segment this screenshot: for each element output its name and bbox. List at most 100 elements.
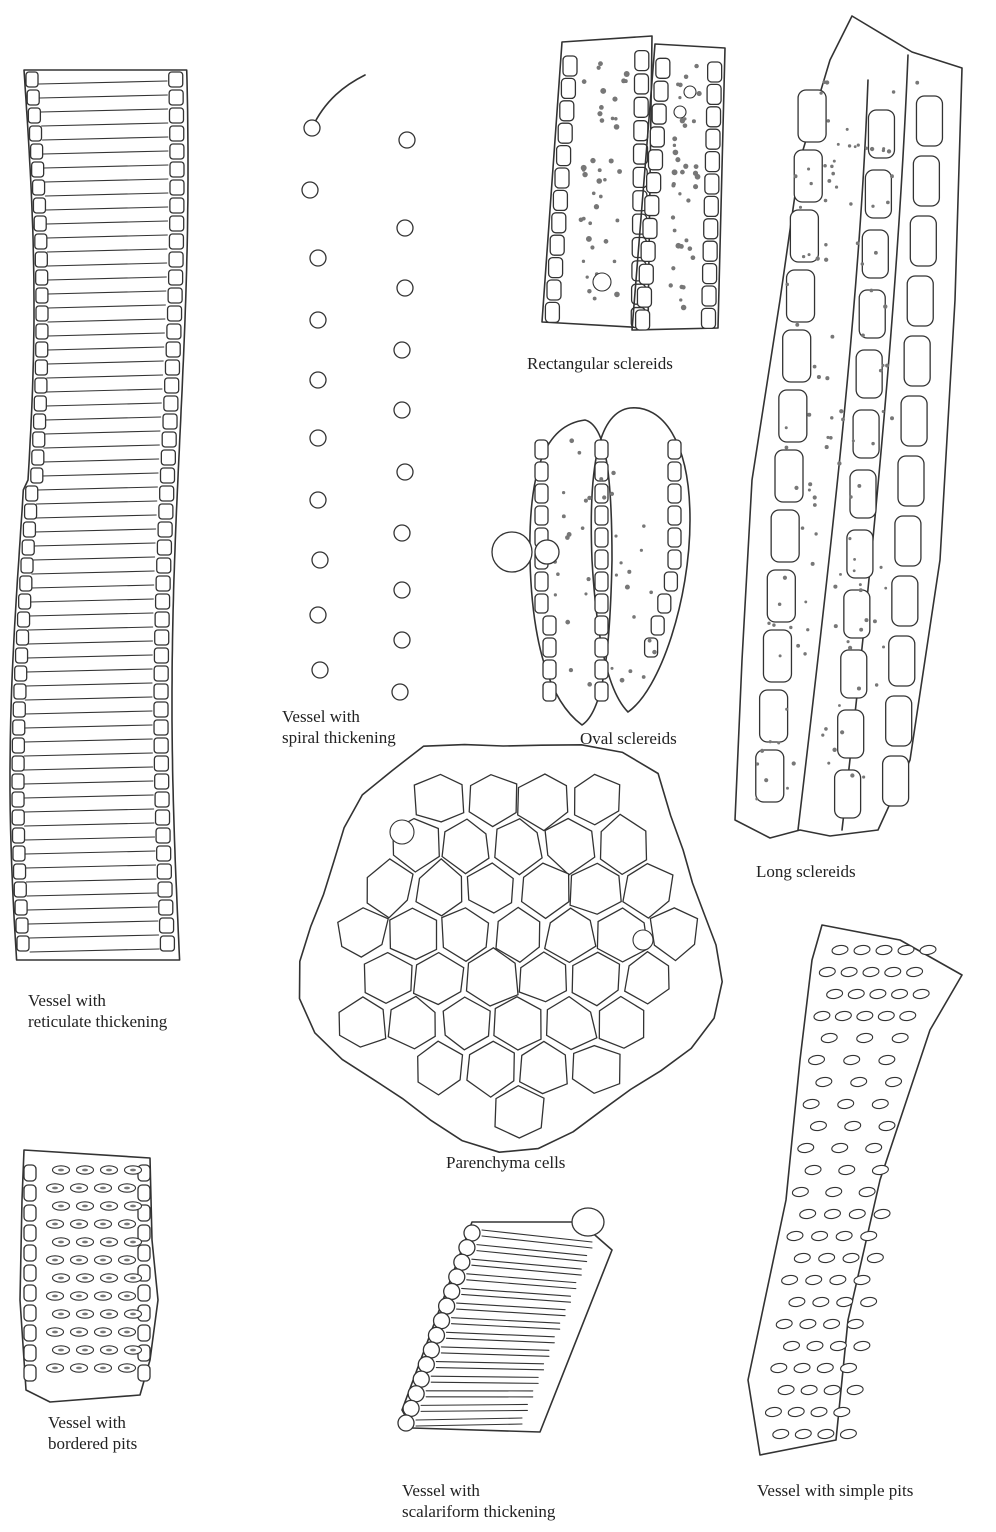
bordered-pit-aperture — [124, 1187, 130, 1190]
pit-dot — [850, 773, 854, 777]
simple-pit — [811, 1230, 828, 1241]
wall-cell — [33, 198, 45, 213]
thickening-band — [47, 235, 167, 238]
bordered-pit-aperture — [130, 1313, 136, 1316]
simple-pit — [778, 1384, 795, 1395]
parenchyma-cell — [573, 1046, 621, 1094]
coil-cross-section — [302, 182, 318, 198]
simple-pit — [815, 1076, 832, 1087]
wall-cell — [557, 146, 571, 166]
pit-dot — [610, 492, 614, 496]
wall-cell — [168, 288, 182, 303]
thickening-band — [36, 501, 156, 504]
wall-cell — [154, 666, 168, 681]
thickening-band — [30, 599, 153, 602]
wall-cell — [36, 288, 48, 303]
wall-cell — [553, 190, 567, 210]
wall-cell — [555, 168, 569, 188]
parenchyma-cell — [418, 1041, 463, 1095]
label-line: reticulate thickening — [28, 1011, 167, 1032]
pit-dot — [861, 262, 864, 265]
wall-cell — [844, 590, 870, 638]
parenchyma-cell — [623, 864, 673, 919]
bar-end — [454, 1254, 470, 1270]
label-parenchyma-cells: Parenchyma cells — [446, 1152, 565, 1173]
thickening-band — [45, 417, 160, 420]
thickening-band — [36, 515, 157, 518]
wall-cell — [637, 287, 651, 307]
wall-cell — [549, 258, 563, 278]
bordered-pit-aperture — [106, 1205, 112, 1208]
bordered-pit-aperture — [100, 1367, 106, 1370]
pit-dot — [831, 172, 835, 176]
pit-dot — [789, 626, 792, 629]
pit-dot — [859, 628, 863, 632]
pit-dot — [915, 81, 919, 85]
thickening-band — [44, 445, 160, 448]
pit-large — [674, 106, 686, 118]
simple-pit — [829, 1274, 846, 1285]
simple-pit — [831, 944, 848, 955]
wall-cell — [901, 396, 927, 446]
spiral-coil — [320, 560, 402, 590]
parenchyma-cell — [469, 775, 517, 827]
thickening-band — [25, 837, 155, 840]
pit-dot — [769, 740, 772, 743]
scalariform-bar — [452, 1318, 560, 1324]
bar-end — [403, 1400, 419, 1416]
simple-pit — [853, 1340, 870, 1351]
wall-cell — [595, 440, 608, 459]
simple-pit — [913, 988, 930, 999]
simple-pit — [884, 966, 901, 977]
pit-dot — [801, 526, 805, 530]
pit-dot — [562, 491, 565, 494]
simple-pit — [853, 1274, 870, 1285]
wall-cell — [161, 450, 175, 465]
pit-dot — [874, 251, 878, 255]
bar-end — [413, 1371, 429, 1387]
bordered-pit-aperture — [76, 1187, 82, 1190]
wall-cell — [157, 540, 171, 555]
parenchyma-cell — [467, 1041, 514, 1097]
wall-cell — [158, 522, 172, 537]
pit-dot — [614, 117, 618, 121]
thickening-band — [48, 277, 166, 280]
wall-cell — [535, 462, 548, 481]
bar-end — [434, 1313, 450, 1329]
thickening-band — [26, 669, 152, 672]
scalariform-bar — [472, 1259, 581, 1269]
pit-dot — [786, 787, 789, 790]
spiral-coil — [320, 533, 402, 560]
coil-cross-section — [392, 684, 408, 700]
pit-dot — [640, 549, 643, 552]
thickening-band — [25, 725, 153, 728]
simple-pit — [878, 1010, 895, 1021]
wall-cell — [535, 440, 548, 459]
bordered-pit-aperture — [100, 1223, 106, 1226]
pit-dot — [615, 574, 618, 577]
simple-pit — [776, 1318, 793, 1329]
wall-cell — [835, 770, 861, 818]
simple-pit — [844, 1120, 861, 1131]
wall-cell — [24, 1265, 36, 1281]
pit-dot — [819, 91, 822, 94]
wall-cell — [12, 774, 24, 789]
pit-dot — [598, 61, 603, 66]
label-line: Vessel with — [48, 1412, 137, 1433]
pit-dot — [672, 169, 678, 175]
simple-pit — [865, 1142, 882, 1153]
pit-dot — [838, 704, 841, 707]
wall-cell — [668, 484, 681, 503]
wall-cell — [707, 84, 721, 104]
bar-end — [444, 1283, 460, 1299]
attached-cell — [492, 532, 532, 572]
pit-dot — [846, 128, 849, 131]
pit-dot — [794, 174, 798, 178]
thickening-band — [26, 879, 156, 882]
coil-cross-section — [394, 632, 410, 648]
thickening-band — [24, 781, 153, 784]
parenchyma-cell — [572, 952, 619, 1005]
wall-cell — [170, 126, 184, 141]
wall-cell — [668, 528, 681, 547]
coil-cross-section — [310, 372, 326, 388]
